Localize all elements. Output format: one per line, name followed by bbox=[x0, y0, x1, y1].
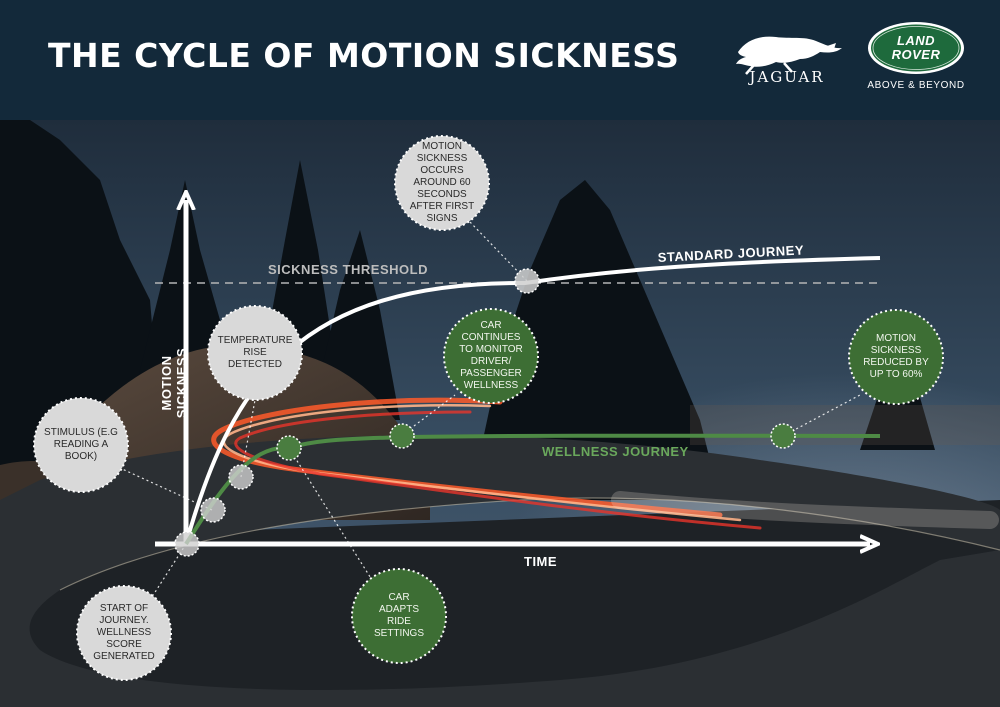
jaguar-leaper-icon bbox=[736, 36, 842, 75]
bubble-reduced bbox=[848, 309, 944, 405]
callout-temperature-text: TEMPERATURE RISE DETECTED bbox=[217, 335, 293, 370]
bubble-start bbox=[76, 585, 172, 681]
callout-bubbles bbox=[33, 135, 944, 681]
point-start bbox=[174, 531, 200, 557]
leader-adapts bbox=[288, 447, 373, 581]
callout-adapts-text: CAR ADAPTS RIDE SETTINGS bbox=[373, 592, 424, 639]
standard-journey-line bbox=[184, 256, 881, 545]
callout-reduced-text: MOTION SICKNESS REDUCED BY UP TO 60% bbox=[863, 333, 929, 380]
point-monitor bbox=[389, 423, 415, 449]
night-road-photo bbox=[0, 120, 1000, 707]
header-bar: THE CYCLE OF MOTION SICKNESS JAGUAR LAND… bbox=[0, 0, 1000, 120]
wellness-journey-label: WELLNESS JOURNEY bbox=[542, 444, 689, 459]
callout-stimulus-text: STIMULUS (E.G READING A BOOK) bbox=[44, 427, 118, 462]
point-adapts bbox=[276, 435, 302, 461]
x-axis-label: TIME bbox=[524, 554, 558, 569]
sickness-threshold-label: SICKNESS THRESHOLD bbox=[268, 262, 428, 277]
bubble-adapts bbox=[351, 568, 447, 664]
point-motion-onset bbox=[514, 268, 540, 294]
bubble-stimulus bbox=[33, 397, 129, 493]
y-axis-label: MOTION SICKNESS bbox=[159, 347, 189, 419]
leader-stimulus bbox=[119, 467, 213, 511]
leader-temperature bbox=[240, 399, 256, 478]
point-temperature bbox=[228, 464, 254, 490]
bubble-monitor bbox=[443, 308, 539, 404]
land-rover-tagline: ABOVE & BEYOND bbox=[867, 80, 965, 91]
callout-start-text: START OF JOURNEY. WELLNESS SCORE GENERAT… bbox=[93, 603, 155, 662]
bubble-motion-onset bbox=[394, 135, 490, 231]
jaguar-wordmark: JAGUAR bbox=[749, 68, 825, 86]
land-rover-word-rover: ROVER bbox=[891, 47, 941, 62]
point-reduced bbox=[770, 423, 796, 449]
callout-motion-onset-text: MOTION SICKNESS OCCURS AROUND 60 SECONDS… bbox=[409, 141, 475, 224]
leader-motion-onset bbox=[469, 221, 528, 282]
land-rover-word-land: LAND bbox=[896, 33, 936, 48]
bubble-temperature bbox=[207, 305, 303, 401]
land-rover-oval-icon bbox=[868, 22, 964, 74]
point-stimulus bbox=[200, 497, 226, 523]
callout-monitor-text: CAR CONTINUES TO MONITOR DRIVER/ PASSENG… bbox=[459, 320, 523, 391]
event-points bbox=[174, 268, 796, 557]
page-title: THE CYCLE OF MOTION SICKNESS bbox=[48, 36, 680, 75]
